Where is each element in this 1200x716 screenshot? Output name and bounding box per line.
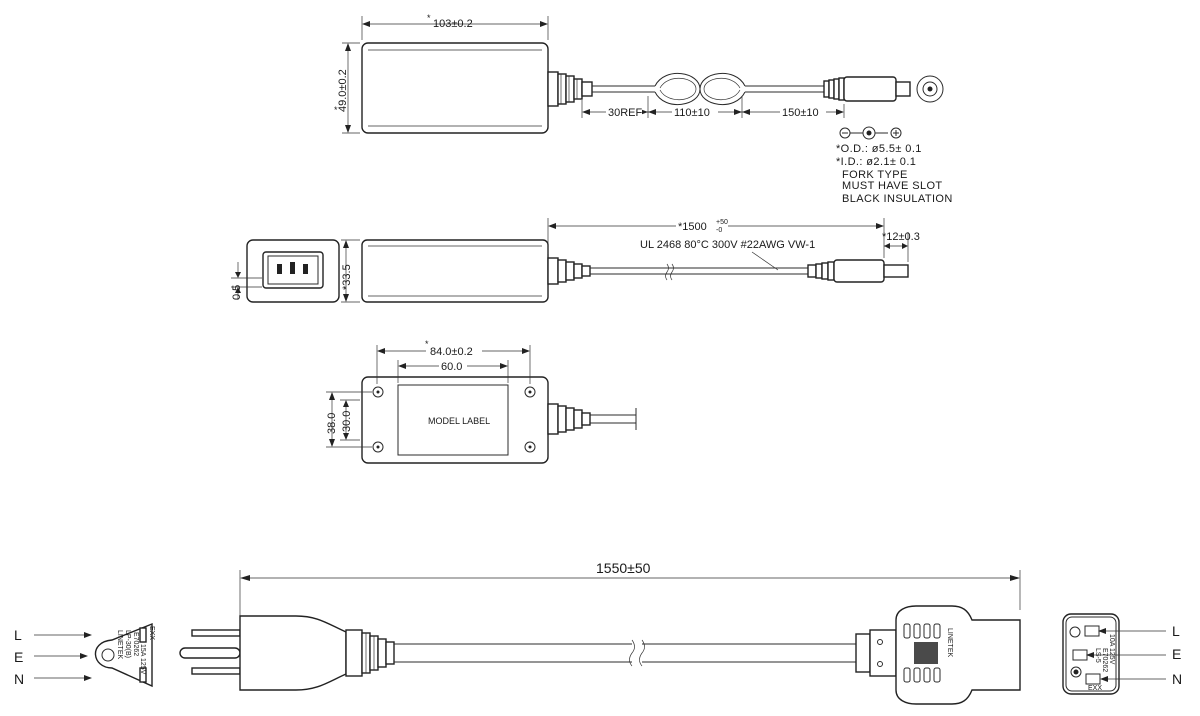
svg-text:+50: +50 xyxy=(716,219,728,226)
strain-relief-side xyxy=(547,257,591,285)
dim-inlet-offset: 0.5 xyxy=(231,262,262,300)
plug-note-od: *O.D.: ø5.5± 0.1 xyxy=(836,143,922,155)
cable-side xyxy=(590,263,808,281)
dim-height-side: *33.5 xyxy=(341,239,360,303)
cable-length-label: *1500 xyxy=(678,221,707,233)
inner-width-label: 60.0 xyxy=(441,361,462,373)
cable-top xyxy=(592,72,824,106)
pin-labels-right: L E N xyxy=(1086,623,1182,687)
outer-height-label: 38.0 xyxy=(326,413,338,434)
dim-inner-width: 60.0 xyxy=(397,359,509,383)
adapter-side-view: *1500 +50 -0 *12±0.3 UL 2468 80°C 300V #… xyxy=(231,218,920,303)
dc-plug-side xyxy=(807,259,909,283)
seg-ref-label: 30REF xyxy=(608,107,643,119)
screw-holes xyxy=(372,386,536,453)
side-height-label: *33.5 xyxy=(341,264,353,290)
dim-outer-width: * 84.0±0.2 xyxy=(376,339,531,384)
top-height-label: 49.0±0.2 xyxy=(337,69,349,112)
plug-note-fork: FORK TYPE xyxy=(842,169,908,181)
plug-note-slot: MUST HAVE SLOT xyxy=(842,180,943,192)
svg-text:LP-30(B): LP-30(B) xyxy=(124,630,131,658)
cable-spec: UL 2468 80°C 300V #22AWG VW-1 xyxy=(640,239,815,271)
inlet-offset-label: 0.5 xyxy=(231,285,243,300)
pin-n-right: N xyxy=(1172,671,1182,687)
ac-inlet-end-view xyxy=(246,239,340,303)
adapter-bottom-view: MODEL LABEL * 84.0±0.2 xyxy=(326,339,637,464)
adapter-top-view: * 103±0.2 * 49.0±0.2 xyxy=(334,13,953,205)
model-label-area xyxy=(397,384,509,456)
svg-text:E70262: E70262 xyxy=(1101,648,1108,672)
svg-text:*: * xyxy=(427,13,431,23)
svg-text:E70262: E70262 xyxy=(132,632,139,656)
svg-text:10A 125V: 10A 125V xyxy=(1108,634,1115,665)
svg-text:EXX: EXX xyxy=(1088,685,1102,692)
plug-length-label: *12±0.3 xyxy=(882,231,920,243)
inner-height-label: 30.0 xyxy=(341,411,353,432)
strain-relief-bottom xyxy=(547,403,591,435)
top-width-label: 103±0.2 xyxy=(433,18,473,30)
svg-text:-0: -0 xyxy=(716,227,722,234)
connector-brand: LINETEK xyxy=(946,628,953,658)
polarity-symbol xyxy=(839,126,902,140)
pin-n-left: N xyxy=(14,671,24,687)
dim-height-top: * 49.0±0.2 xyxy=(334,42,360,134)
plug-note-insulation: BLACK INSULATION xyxy=(842,193,953,205)
power-cord: 1550±50 LINETEK LP-30(B) E70262 15A 125V… xyxy=(14,560,1182,705)
dim-cord-length: 1550±50 xyxy=(239,560,1021,632)
plug-face-left: LINETEK LP-30(B) E70262 15A 125V EXX xyxy=(94,622,155,688)
pin-labels-left: L E N xyxy=(14,627,92,687)
svg-text:*: * xyxy=(334,105,338,115)
strain-relief-top xyxy=(547,71,593,107)
plug-note-id: *I.D.: ø2.1± 0.1 xyxy=(836,156,916,168)
pin-l-right: L xyxy=(1172,623,1180,639)
dim-cable-length: *1500 +50 -0 xyxy=(547,218,885,258)
cable-bottom xyxy=(590,408,637,430)
dim-outer-height: 38.0 xyxy=(326,391,372,448)
dim-inner-height: 30.0 xyxy=(340,399,360,441)
dim-plug-length: *12±0.3 xyxy=(882,231,920,262)
svg-text:15A 125V: 15A 125V xyxy=(139,644,146,675)
dim-cable-segments: 30REF 110±10 150±10 xyxy=(581,96,845,119)
outer-width-label: 84.0±0.2 xyxy=(430,346,473,358)
seg-end-label: 150±10 xyxy=(782,107,819,119)
pin-e-left: E xyxy=(14,649,23,665)
connector-right: LINETEK xyxy=(855,605,1021,705)
svg-text:LS-5: LS-5 xyxy=(1094,648,1101,663)
adapter-side-body xyxy=(361,239,549,303)
seg-mid-label: 110±10 xyxy=(674,107,710,119)
plug-notes: *O.D.: ø5.5± 0.1 *I.D.: ø2.1± 0.1 FORK T… xyxy=(836,143,953,205)
plug-body-left xyxy=(179,615,395,691)
plug-end-view xyxy=(916,75,944,103)
dim-width-top: * 103±0.2 xyxy=(361,13,549,40)
pin-l-left: L xyxy=(14,627,22,643)
cord-length-label: 1550±50 xyxy=(596,560,651,576)
dc-plug-top xyxy=(823,76,911,102)
svg-text:EXX: EXX xyxy=(148,626,155,640)
model-label-text: MODEL LABEL xyxy=(428,416,490,426)
svg-text:*: * xyxy=(425,339,429,349)
cord-cable xyxy=(394,639,856,667)
cable-spec-label: UL 2468 80°C 300V #22AWG VW-1 xyxy=(640,239,815,251)
pin-e-right: E xyxy=(1172,646,1181,662)
svg-text:LINETEK: LINETEK xyxy=(116,630,123,660)
adapter-top-body xyxy=(361,42,549,134)
connector-grip-ridges xyxy=(903,623,941,683)
